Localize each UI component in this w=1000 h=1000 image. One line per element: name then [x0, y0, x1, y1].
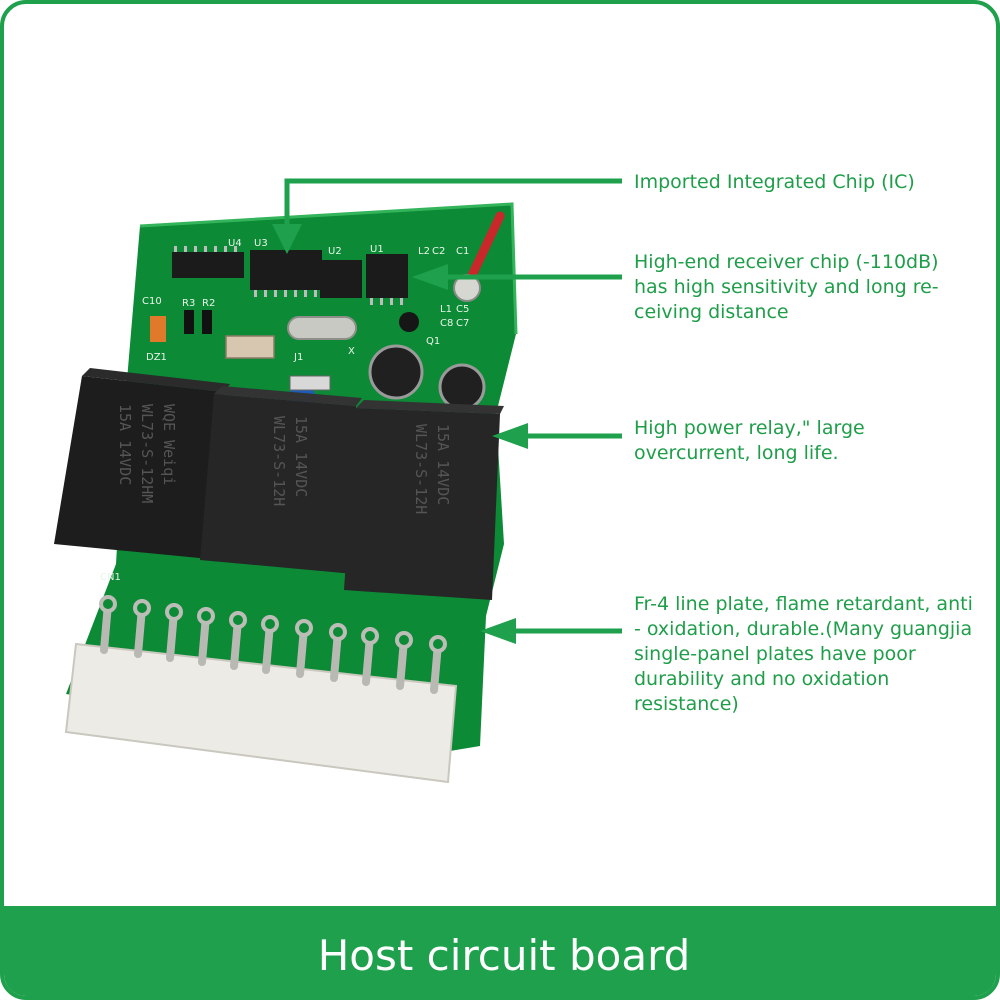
relay-right-rating: 15A 14VDC: [434, 424, 452, 505]
silk-l2: L2: [418, 246, 430, 257]
arrow-ic-head: [272, 224, 302, 254]
chip-pins: [174, 246, 403, 305]
pcb-edge-highlight: [139, 202, 518, 335]
arrow-relay-head: [492, 423, 528, 449]
chip-u3: [250, 250, 322, 290]
arrow-plate-head: [480, 618, 516, 644]
antenna-wire: [462, 211, 505, 291]
chip-u1: [366, 254, 408, 298]
footer-banner: Host circuit board: [4, 906, 996, 996]
arrow-receiver-head: [412, 264, 448, 290]
callout-receiver: High-end receiver chip (-110dB) has high…: [634, 251, 939, 323]
silk-c2: C2: [432, 246, 445, 257]
crystal-oscillator: [287, 316, 357, 340]
relay-left: [54, 368, 230, 560]
silk-c8: C8: [440, 318, 453, 329]
push-button: [225, 335, 275, 359]
silk-r3: R3: [182, 298, 195, 309]
silk-cn1: CN1: [100, 572, 121, 583]
silk-c7: C7: [456, 318, 469, 329]
callout-ic: Imported Integrated Chip (IC): [634, 171, 915, 193]
silk-q1: Q1: [426, 336, 440, 347]
callout-relay: High power relay," large overcurrent, lo…: [634, 417, 865, 464]
resistor-r3: [184, 310, 194, 334]
silk-u4: U4: [228, 238, 242, 249]
silk-j1: J1: [293, 352, 303, 363]
capacitor-small: [438, 363, 486, 411]
relay-mid-model: WL73-S-12H: [270, 416, 288, 506]
circuit-board-image: U4 U3 U2 U1 L2 C2 C1 L1 C5 C8 C7 Q1 J1 X…: [54, 178, 622, 784]
chip-u2: [320, 260, 362, 298]
callout-plate: Fr-4 line plate, flame retardant, anti -…: [634, 593, 973, 715]
arrow-ic-line: [284, 178, 622, 226]
silk-u1: U1: [370, 244, 384, 255]
callout-arrows: [284, 178, 622, 634]
relay-left-brand: WQE Weiqi: [160, 404, 178, 485]
silk-u2: U2: [328, 246, 342, 257]
silk-c1: C1: [456, 246, 469, 257]
relay-right: [344, 400, 504, 600]
connector-body: [64, 642, 458, 784]
connector-pin-heads: [99, 595, 447, 653]
jumper-j1: [289, 375, 331, 391]
chip-u4: [172, 252, 244, 278]
footer-title: Host circuit board: [317, 930, 691, 980]
silk-l1: L1: [440, 304, 452, 315]
silk-dz1: DZ1: [146, 352, 167, 363]
diode-dz1: [150, 316, 166, 342]
silk-x: X: [348, 346, 355, 357]
relay-right-model: WL73-S-12H: [412, 424, 430, 514]
silk-c5: C5: [456, 304, 469, 315]
relay-left-rating: 15A 14VDC: [116, 404, 134, 485]
relay-mid-rating: 15A 14VDC: [292, 416, 310, 497]
relay-middle: [200, 386, 362, 574]
transistor-q1: [399, 312, 419, 332]
resistor-r2: [202, 310, 212, 334]
silk-u3: U3: [254, 238, 268, 249]
capacitor-large: [368, 344, 424, 400]
relay-left-model: WL73-S-12HM: [138, 404, 156, 503]
silk-r2: R2: [202, 298, 215, 309]
silk-c10: C10: [142, 296, 162, 307]
